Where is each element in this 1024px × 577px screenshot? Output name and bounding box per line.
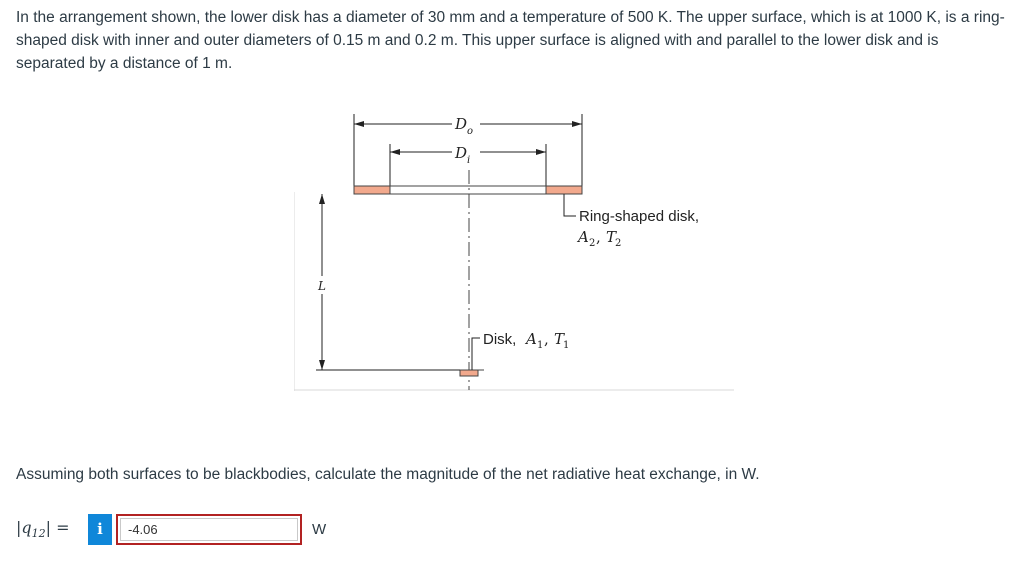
ring-temp-sub: 2 [615, 238, 621, 249]
ring-area-label: A [576, 228, 589, 246]
problem-statement: In the arrangement shown, the lower disk… [16, 9, 1005, 72]
disk-comma: , [544, 330, 549, 348]
q12-label-sub: 12 [31, 527, 46, 540]
answer-input[interactable] [116, 513, 302, 545]
do-arrow-right [572, 121, 582, 127]
disk-temp-label: T [554, 330, 565, 348]
di-arrow-left [390, 149, 400, 155]
question-text: Assuming both surfaces to be blackbodies… [16, 466, 760, 483]
disk-area-label: A [524, 330, 537, 348]
ring-right-section [545, 185, 583, 195]
l-label: L [317, 279, 326, 293]
figure-svg: D o D i L Ring-shaped disk, A 2 , T [294, 114, 734, 391]
disk-arrangement-figure: D o D i L Ring-shaped disk, A 2 , T [294, 108, 734, 391]
lower-disk [459, 369, 479, 377]
do-label-sub: o [467, 126, 473, 137]
ring-leader-line [563, 194, 576, 217]
q12-label-main: |q [16, 518, 32, 537]
answer-row: |q12| = i W [16, 512, 326, 546]
ring-temp-label: T [606, 228, 617, 246]
ring-area-sub: 2 [589, 238, 595, 249]
q12-label-end: | = [45, 518, 70, 537]
ring-comma: , [596, 228, 601, 246]
di-label: D [454, 144, 467, 162]
disk-label: Disk, [483, 331, 516, 348]
di-arrow-right [536, 149, 546, 155]
disk-temp-sub: 1 [563, 340, 569, 351]
di-label-sub: i [467, 155, 470, 166]
do-arrow-left [354, 121, 364, 127]
unit-label: W [312, 520, 327, 538]
ring-label: Ring-shaped disk, [579, 208, 699, 225]
l-arrow-top [319, 194, 325, 204]
do-label: D [454, 115, 467, 133]
disk-area-sub: 1 [537, 340, 543, 351]
q12-label: |q12| = [16, 518, 84, 540]
disk-leader-line [471, 337, 480, 370]
ring-left-section [353, 185, 391, 195]
l-arrow-bottom [319, 360, 325, 370]
info-icon[interactable]: i [88, 513, 112, 545]
